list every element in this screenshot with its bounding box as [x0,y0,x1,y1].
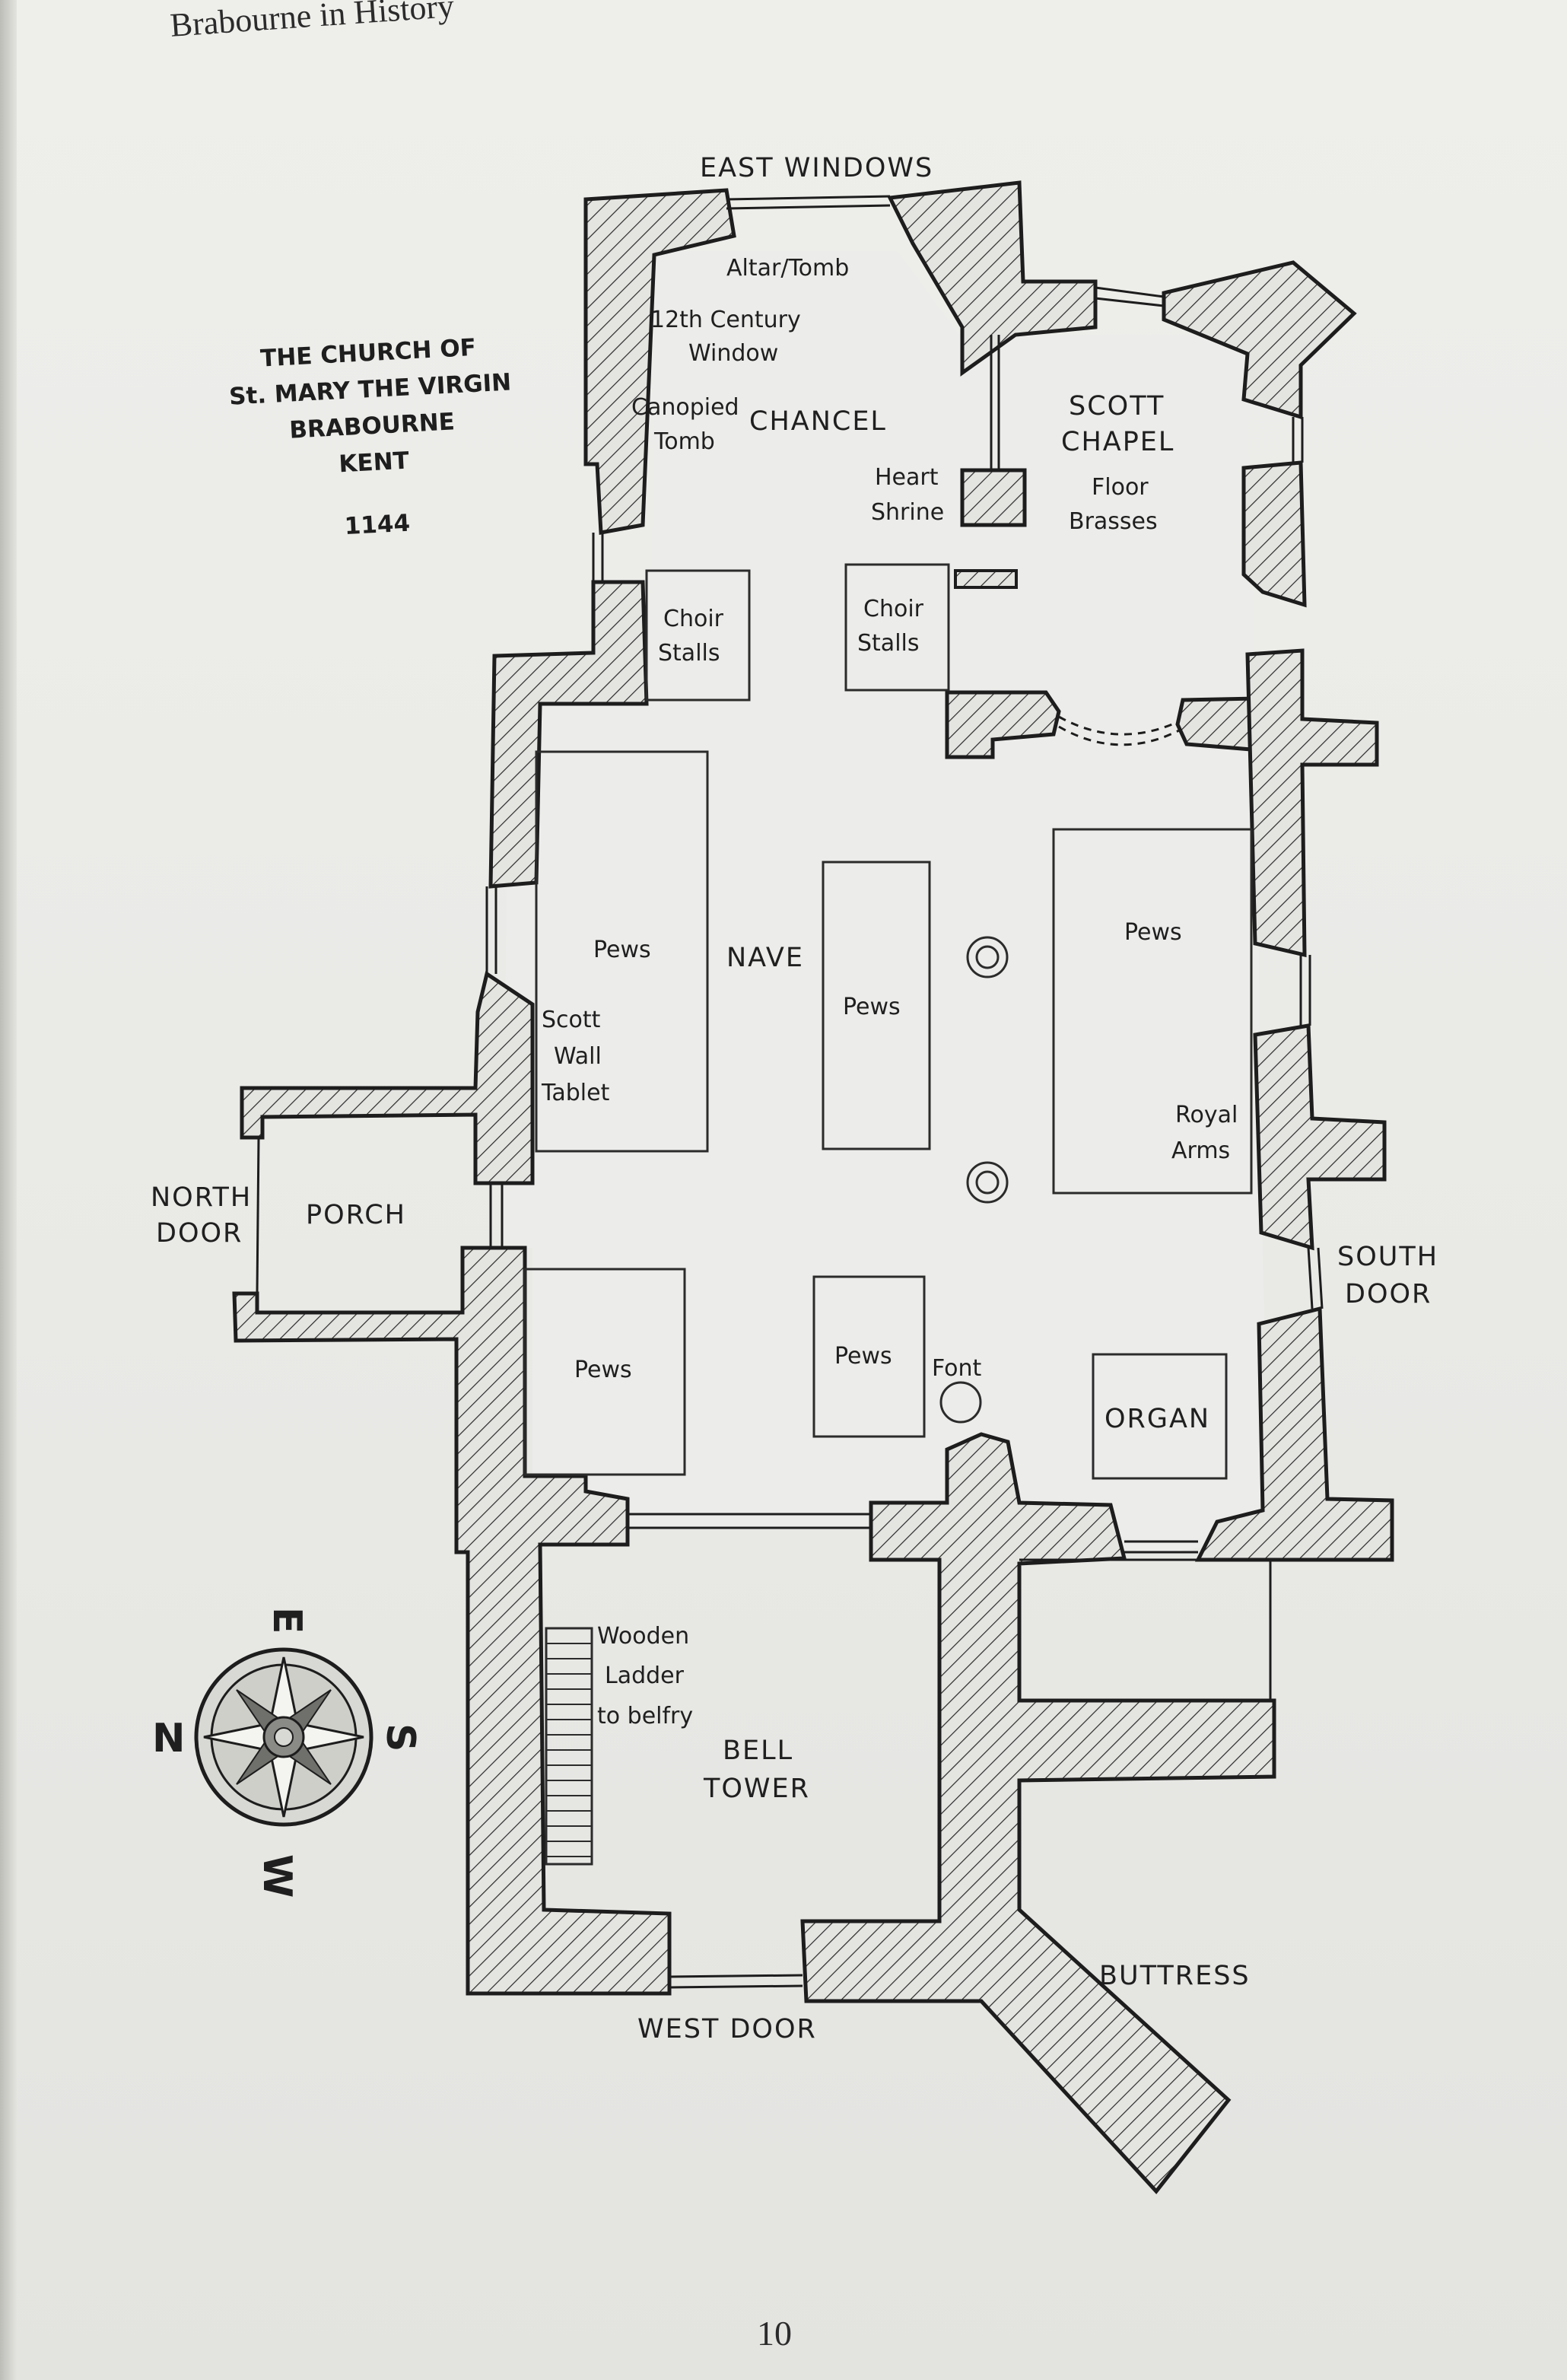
wall-chapel-east [1241,460,1307,608]
label-pews-north-lower: Pews [574,1357,632,1383]
wall-south-lower [1194,1306,1394,1562]
compass-east-label: E [264,1607,310,1634]
book-spine-shadow [0,0,17,2380]
label-pews-centre-upper: Pews [843,994,901,1020]
pews-south-upper [1052,828,1253,1195]
label-font: Font [932,1355,982,1382]
label-porch: PORCH [306,1200,406,1230]
pews-north-upper [535,750,709,1153]
label-royal-line1: Royal [1175,1102,1238,1128]
organ-box [1092,1353,1228,1480]
wall-chancel-nw [583,188,736,535]
compass-north-label: N [152,1716,186,1761]
label-chancel: CHANCEL [749,406,887,437]
label-scott-chapel-line2: CHAPEL [1061,427,1174,457]
heart-shrine-block [960,468,1027,527]
compass-rose [194,1647,373,1827]
wall-south-mid [1253,1023,1387,1251]
label-east-windows: EAST WINDOWS [700,153,933,183]
label-organ: ORGAN [1105,1404,1210,1434]
openings [256,195,1324,1989]
pillar-upper-inner [975,945,1000,969]
wall-south-upper [1245,648,1379,958]
belfry-ladder [545,1627,593,1866]
label-west-door: WEST DOOR [637,2014,817,2044]
label-scott-wall-line1: Scott [542,1007,601,1033]
wall-tower-southeast [800,1432,1276,2194]
label-floor-line2: Brasses [1069,508,1158,535]
label-pews-north-upper: Pews [593,937,651,963]
chapel-screen-arc-inner [1058,715,1180,736]
label-ladder-line2: Ladder [605,1662,685,1689]
wall-chapel-ne [1162,260,1357,420]
label-canopied-line1: Canopied [631,394,739,421]
label-south-door-line2: DOOR [1345,1279,1432,1309]
label-choir-left-line1: Choir [663,606,724,632]
label-nave: NAVE [726,943,804,973]
label-canopied-line2: Tomb [653,428,715,455]
label-north-door-line2: DOOR [156,1218,243,1249]
compass-west-label: W [254,1854,300,1898]
wall-north-porch-upper [240,970,535,1185]
label-pews-centre-lower: Pews [834,1343,892,1370]
label-heart-line2: Shrine [871,499,944,526]
font-basin [939,1381,982,1424]
pillar-lower-inner [975,1170,1000,1195]
label-choir-right-line1: Choir [863,596,924,622]
label-choir-right-line2: Stalls [857,630,920,657]
compass-letters: N S E W [152,1607,423,1898]
ladder-rungs [546,1643,592,1857]
label-scott-chapel-line1: SCOTT [1069,391,1165,422]
label-pews-south-upper: Pews [1124,919,1182,946]
choir-stalls-right [844,563,950,692]
pillar-upper [966,936,1009,978]
nave-pillars [939,936,1009,1424]
wall-chancel-arch-right [945,690,1061,759]
small-tomb-slab [954,569,1018,589]
compass-south-label: S [377,1723,423,1752]
page-number: 10 [757,2314,792,2353]
chapel-screen-arc [1058,725,1180,746]
pews-north-lower [523,1268,686,1476]
choir-stalls-left [645,569,751,702]
wall-north-porch-lower [232,1246,672,1996]
label-royal-line2: Arms [1171,1138,1230,1164]
label-12th-century-line1: 12th Century [650,307,801,333]
plan-labels: EAST WINDOWS Altar/Tomb 12th Century Win… [151,153,1438,2044]
label-choir-left-line2: Stalls [658,640,720,667]
wall-chancel-ne [887,180,1098,377]
label-bell-line2: TOWER [703,1774,810,1804]
label-floor-line1: Floor [1092,474,1149,501]
label-buttress: BUTTRESS [1099,1961,1251,1991]
furniture [523,563,1253,1866]
label-ladder-line3: to belfry [597,1703,693,1729]
label-altar-tomb: Altar/Tomb [726,255,849,282]
pillar-lower [966,1161,1009,1204]
pews-centre-lower [812,1275,926,1438]
label-scott-wall-line3: Tablet [541,1080,610,1106]
label-bell-line1: BELL [723,1736,793,1766]
label-scott-wall-line2: Wall [554,1043,602,1070]
label-south-door-line1: SOUTH [1337,1242,1438,1272]
church-walls [232,180,1394,2194]
label-12th-century-line2: Window [688,340,778,367]
label-ladder-line1: Wooden [597,1623,689,1650]
wall-chapel-screen-right [1175,696,1257,752]
pews-centre-upper [822,861,931,1150]
label-north-door-line1: NORTH [151,1182,252,1213]
label-heart-line1: Heart [875,464,939,491]
interior-floor [502,251,1270,1552]
